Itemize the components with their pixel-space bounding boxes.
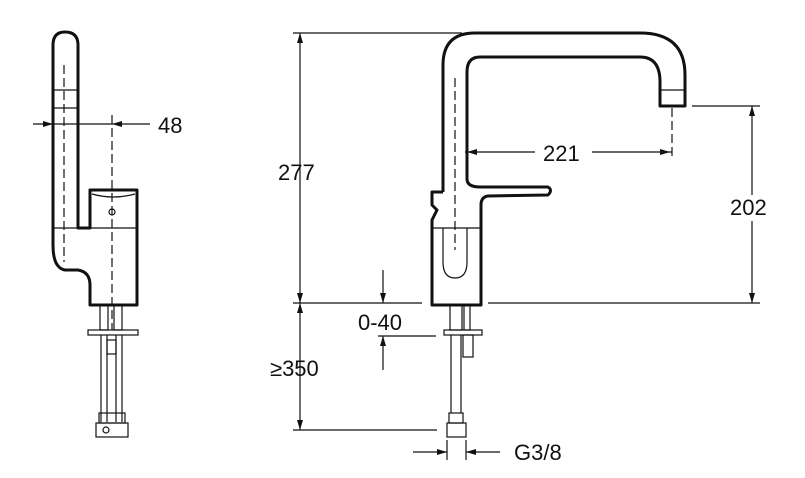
side-nut xyxy=(95,422,129,438)
spout-height-label: 202 xyxy=(730,195,767,220)
hose-length-label: ≥350 xyxy=(270,356,319,381)
height-dimension-label: 277 xyxy=(278,160,315,185)
front-mounting-plate xyxy=(443,329,483,336)
connection-thread-label: G3/8 xyxy=(514,440,562,465)
side-spout-outline xyxy=(51,30,139,307)
width-dimension-label: 48 xyxy=(158,113,182,138)
front-nut xyxy=(446,422,467,438)
front-spout-outline xyxy=(441,31,687,192)
front-lever xyxy=(430,179,552,307)
side-mounting-plate xyxy=(87,329,139,336)
deck-thickness-label: 0-40 xyxy=(358,310,402,335)
front-view: 277 ≥350 0-40 221 xyxy=(270,31,776,465)
side-view: 48 xyxy=(33,30,182,438)
reach-dimension-label: 221 xyxy=(543,141,580,166)
